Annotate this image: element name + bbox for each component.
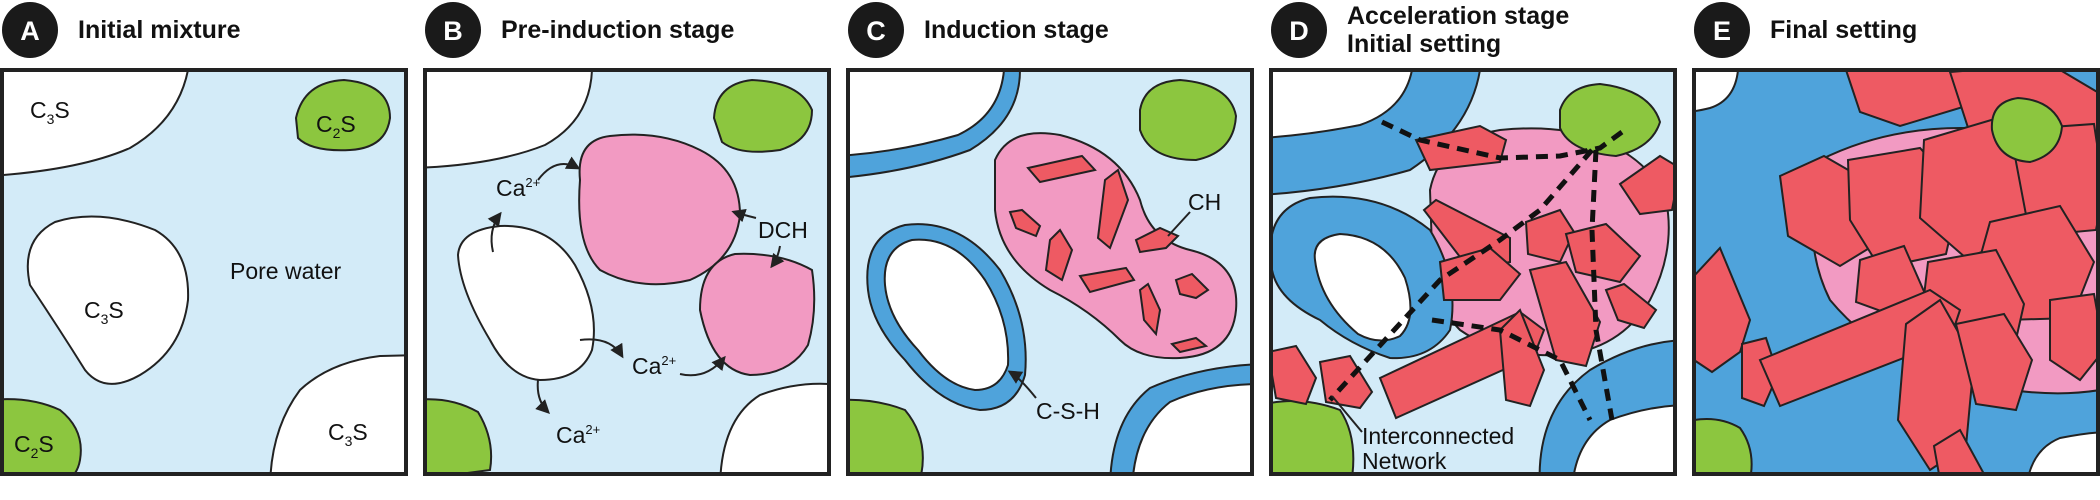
c3s-grain-bottom-right [1132,383,1252,474]
arrow-ca-right [579,338,624,359]
panel-e-badge [1694,2,1750,58]
panel-a-frame [0,68,408,476]
ch-crystal [1026,154,1097,184]
label-c2s-top-right: C2S [316,111,356,141]
leader-network [1331,395,1363,433]
panel-d-letter: D [1289,16,1309,46]
ch-crystal [2049,292,2098,382]
ch-crystal [1954,312,2034,412]
label-ch: CH [1188,189,1221,215]
panel-d-title-line-1: Acceleration stage [1347,2,1569,30]
ch-crystal [1741,336,1780,408]
c2s-grain-bottom-left [425,398,493,474]
panel-d: D Acceleration stage Initial setting [1269,2,1677,476]
c3s-grain-left [883,238,1010,392]
panel-a-letter: A [20,16,40,46]
leader-ch [1167,211,1191,237]
label-c3s-top: C3S [30,97,70,127]
ch-crystal [1694,246,1752,374]
panel-e-title: Final setting [1770,16,1917,44]
ch-crystal [1528,260,1602,368]
network-path [1328,148,1594,402]
arrow-ca-to-dch [537,156,581,181]
panel-d-badge [1271,2,1327,58]
c3s-grain-center [26,215,190,385]
panel-b-title: Pre-induction stage [501,16,734,44]
c3s-grain-top-left [1271,70,1414,139]
label-dch: DCH [758,217,808,243]
arrow-dch-label-down [770,245,785,269]
panel-b-frame [423,68,831,476]
label-ca-ion-3: Ca2+ [556,422,600,448]
c2s-grain-bottom-left [848,398,924,474]
ch-crystal [1174,272,1210,300]
ch-crystal [1932,428,1986,474]
c2s-grain-center [1990,96,2064,164]
panel-c-title: Induction stage [924,16,1109,44]
label-c3s-bottom-right: C3S [328,419,368,449]
ch-crystal [1138,282,1162,337]
c3s-grain-dissolving [456,224,595,382]
label-network-line-2: Network [1362,448,1447,474]
ch-crystal [1604,282,1658,330]
panel-d-title-line-2: Initial setting [1347,30,1501,58]
panel-d-frame [1269,68,1677,476]
network-path [1589,149,1615,421]
c3s-grain-top-left [1694,70,1740,113]
arrow-csh [1007,370,1037,399]
ch-crystal [1524,208,1576,264]
arrow-ca-up [487,211,502,253]
ch-crystal [1096,168,1130,250]
arrow-ca-down [535,379,550,414]
panel-a: A Initial mixture C3S C2S C3S Pore water… [0,2,408,476]
network-path [1431,317,1593,422]
ch-crystal [1008,208,1042,238]
panel-e: E Final setting [1692,2,2100,476]
dch-particle-small [698,252,816,377]
ch-crystal [1271,344,1318,406]
c2s-grain-top-right [1139,78,1238,162]
panel-c-letter: C [866,16,886,46]
ch-crystal [1134,226,1180,254]
c3s-grain-top-left [2,70,190,177]
label-c3s-center: C3S [84,297,124,327]
ch-crystal [1564,222,1642,284]
c2s-grain-bottom-left [1694,418,1753,474]
c2s-grain-bottom-left [2,398,82,474]
c3s-grain-top-left [848,70,1006,157]
arrow-ca-to-dch-small [679,355,726,377]
c3s-grain-bottom-right [269,354,406,474]
panel-a-badge [2,2,58,58]
network-path [1380,119,1624,161]
c3s-grain-top-left [425,70,594,169]
panel-c: C Induction stage CH C-S-H [846,2,1254,476]
label-pore-water: Pore water [230,258,342,284]
label-c2s-bottom-left: C2S [14,431,54,461]
c2s-grain-bottom-left [1271,400,1355,474]
ch-crystal [1170,336,1209,354]
panel-b: B Pre-induction stage Ca2+ Ca2+ Ca2+ DCH [423,2,831,476]
c3s-grain-bottom-right [2027,431,2098,474]
c2s-grain-top-right [712,78,814,153]
label-ca-ion-1: Ca2+ [496,175,540,201]
panel-c-badge [848,2,904,58]
ch-crystal [1044,228,1074,282]
ch-crystal [1078,266,1136,294]
panel-b-letter: B [443,16,463,46]
panel-e-letter: E [1713,16,1731,46]
panel-a-title: Initial mixture [78,16,241,44]
dch-cluster [994,132,1238,360]
panel-b-badge [425,2,481,58]
arrow-dch-label-top [731,208,757,223]
panel-e-frame [1692,68,2100,476]
label-ca-ion-2: Ca2+ [632,353,676,379]
c2s-grain-top-right [294,78,392,152]
label-csh: C-S-H [1036,398,1100,424]
label-network-line-1: Interconnected [1362,423,1514,449]
panel-c-frame [846,68,1254,476]
ch-crystal [1618,154,1675,216]
